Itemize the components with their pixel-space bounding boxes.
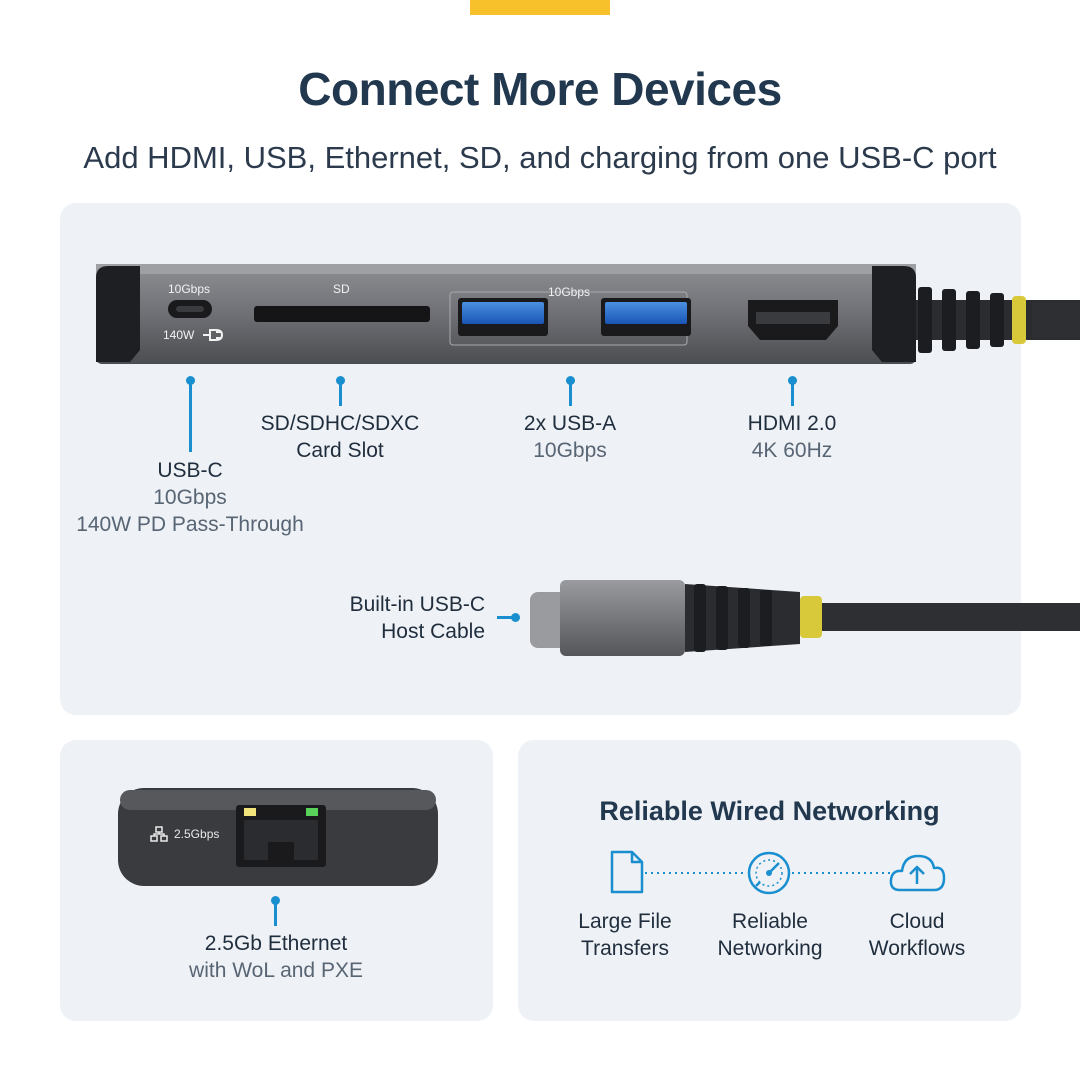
feature-file-transfers-line1: Large File (578, 910, 672, 933)
usbc-label: USB-C 10Gbps 140W PD Pass-Through (40, 457, 340, 538)
host-cable (530, 580, 1080, 656)
usbc-label-speed: 10Gbps (153, 486, 227, 509)
ethernet-label-name: 2.5Gb Ethernet (204, 932, 348, 955)
top-accent-bar (470, 0, 610, 15)
hub-cable (905, 287, 1080, 353)
ethernet-label-features: with WoL and PXE (189, 959, 363, 982)
ethernet-device (118, 788, 438, 886)
usba-label-name: 2x USB-A (523, 412, 617, 435)
sd-print: SD (333, 282, 350, 296)
cable-connector-dot (511, 613, 520, 622)
hub-body (96, 264, 916, 364)
speedometer-icon (747, 851, 791, 895)
usbc-power-print: 140W (163, 328, 195, 342)
cable-label-line2: Host Cable (381, 620, 485, 643)
feature-reliable-networking-line2: Networking (717, 937, 823, 960)
usba-connector-line (569, 380, 572, 406)
network-icon (150, 826, 168, 842)
cable-label-line1: Built-in USB-C (349, 593, 485, 616)
usbc-connector-line (189, 380, 192, 452)
usbc-speed-print: 10Gbps (168, 282, 211, 296)
feature-file-transfers-line2: Transfers (581, 937, 669, 960)
cable-connector-line (497, 616, 513, 619)
networking-panel (518, 740, 1021, 1021)
feature-cloud-workflows-line1: Cloud (889, 910, 945, 933)
feature-reliable-networking-line1: Reliable (732, 910, 808, 933)
sd-label: SD/SDHC/SDXC Card Slot (240, 410, 440, 464)
usba-speed-print: 10Gbps (548, 285, 591, 299)
sd-connector-line (339, 380, 342, 406)
hdmi-label: HDMI 2.0 4K 60Hz (692, 410, 892, 464)
sd-label-line2: Card Slot (296, 439, 384, 462)
feature-cloud-workflows-line2: Workflows (868, 937, 966, 960)
cable-label: Built-in USB-C Host Cable (290, 591, 485, 645)
hdmi-connector-line (791, 380, 794, 406)
hdmi-label-name: HDMI 2.0 (747, 412, 837, 435)
usba-label-speed: 10Gbps (533, 439, 607, 462)
page-subtitle: Add HDMI, USB, Ethernet, SD, and chargin… (83, 140, 997, 175)
feature-cloud-workflows: Cloud Workflows (842, 908, 992, 962)
hdmi-label-res: 4K 60Hz (751, 439, 833, 462)
ethernet-label: 2.5Gb Ethernet with WoL and PXE (126, 930, 426, 984)
feature-reliable-networking: Reliable Networking (695, 908, 845, 962)
feature-file-transfers: Large File Transfers (550, 908, 700, 962)
ethernet-speed-print: 2.5Gbps (174, 827, 220, 841)
power-plug-icon (203, 329, 224, 341)
cloud-upload-icon (889, 854, 946, 892)
ethernet-connector-line (274, 900, 277, 926)
sd-label-line1: SD/SDHC/SDXC (260, 412, 420, 435)
usba-label: 2x USB-A 10Gbps (470, 410, 670, 464)
usbc-label-name: USB-C (157, 459, 223, 482)
page-title: Connect More Devices (298, 63, 782, 115)
usbc-label-power: 140W PD Pass-Through (76, 513, 304, 536)
document-icon (610, 850, 644, 894)
networking-title: Reliable Wired Networking (599, 796, 940, 826)
